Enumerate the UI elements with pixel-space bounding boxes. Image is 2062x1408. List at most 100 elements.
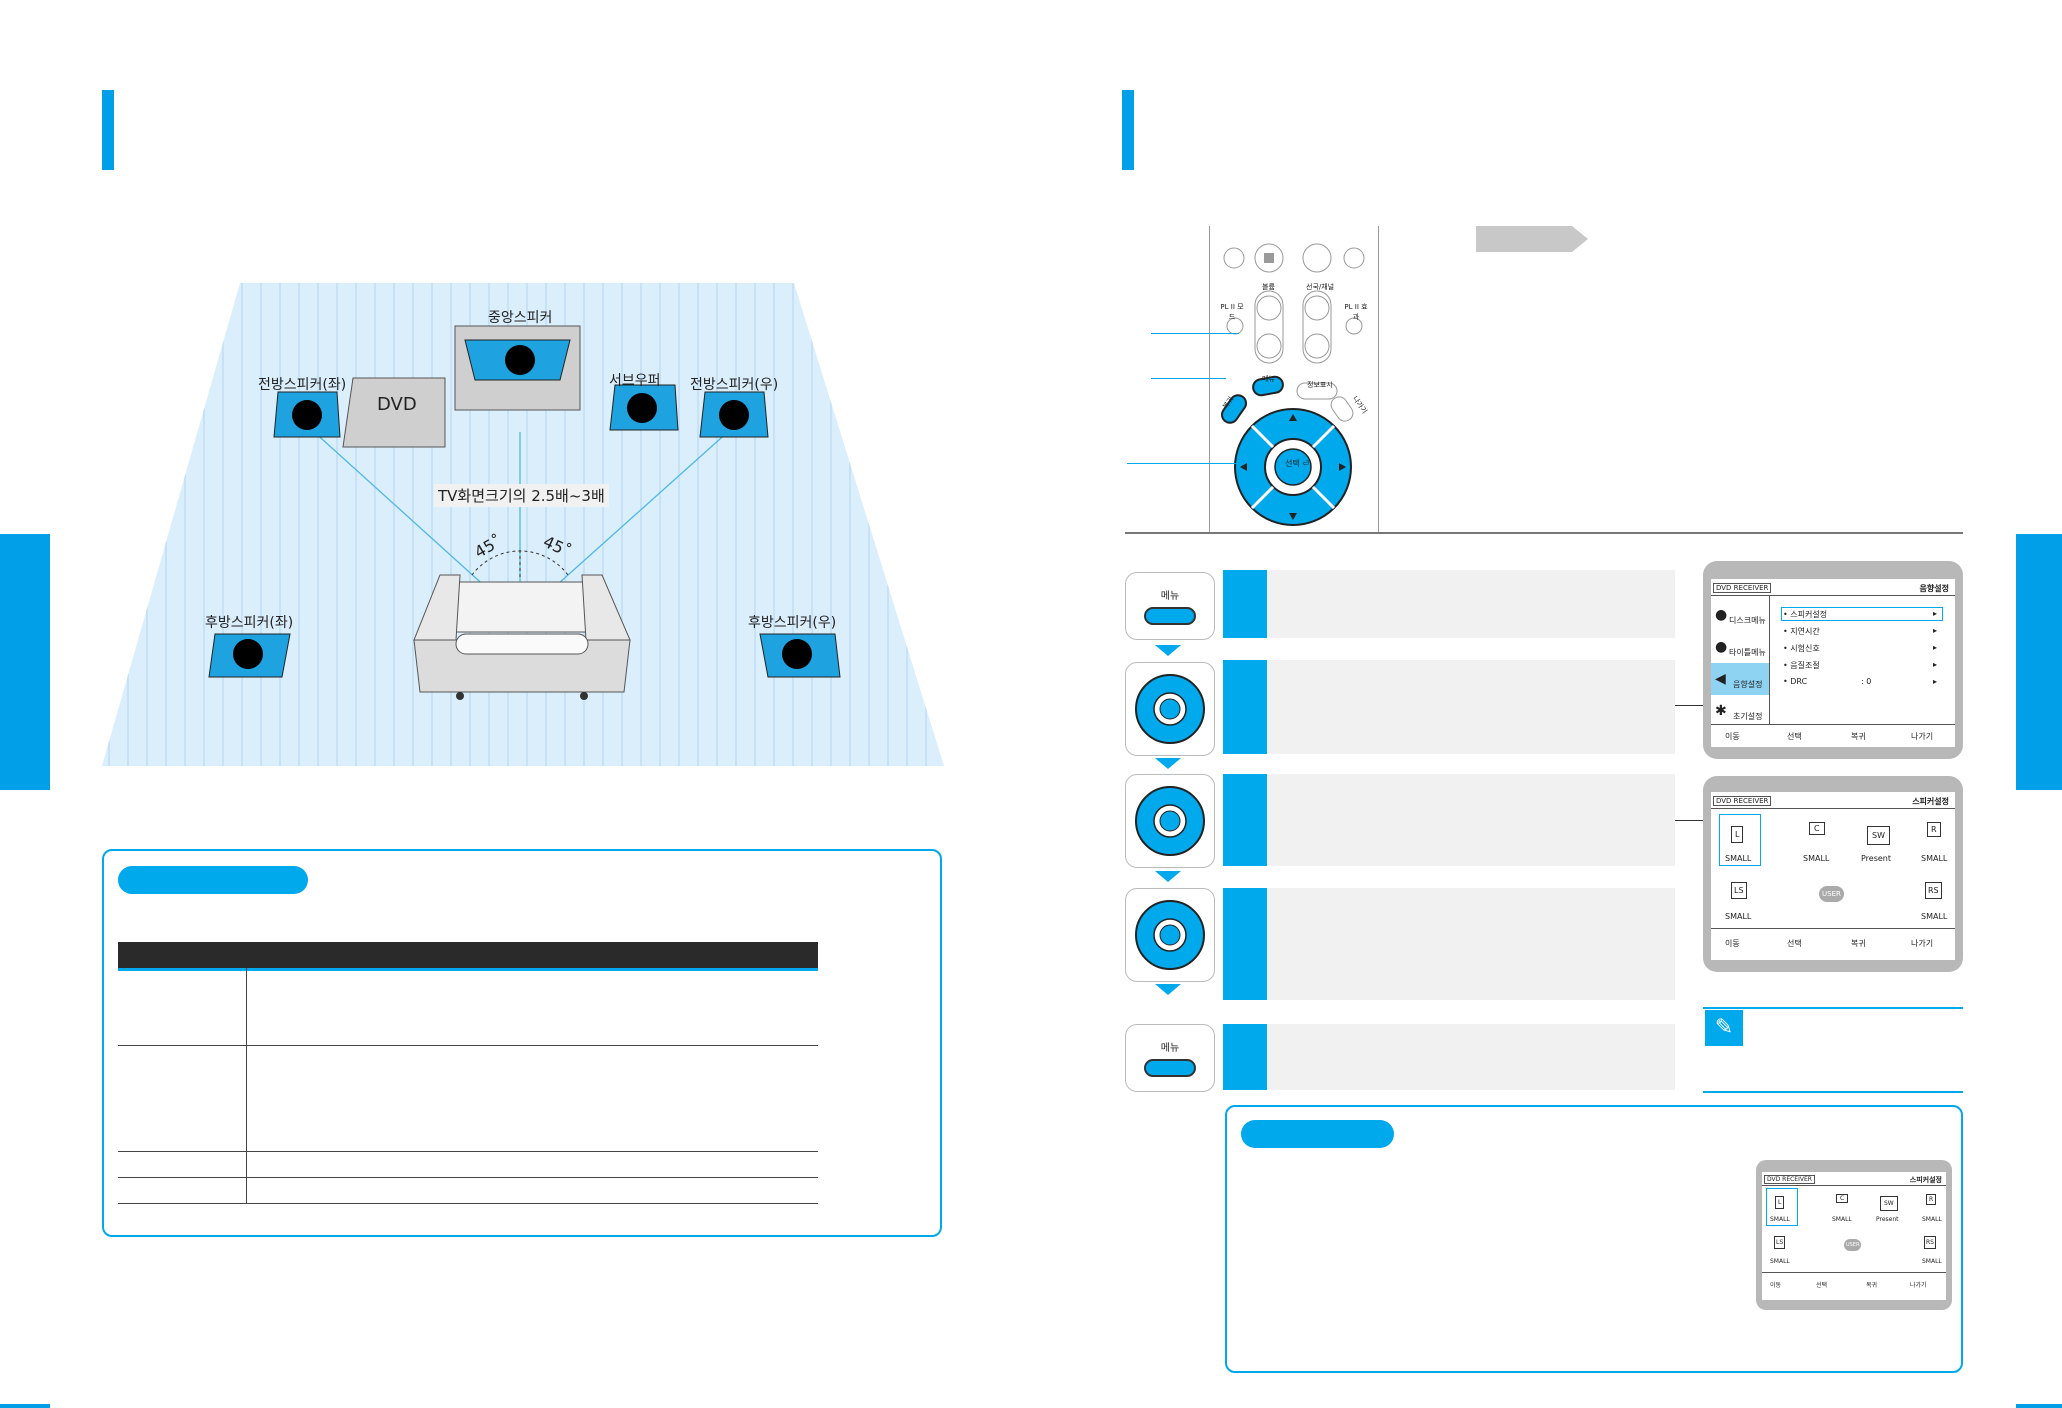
label-subwoofer: 서브우퍼 [609, 373, 661, 389]
left-side-tab [0, 534, 50, 790]
osd-row-arrow: ▸ [1933, 626, 1938, 635]
osd-speaker-settings: DVD RECEIVER 스피커설정 L SMALL C SMALL SW Pr… [1703, 776, 1963, 972]
speaker-size: SMALL [1921, 912, 1948, 921]
step5-menu-button[interactable]: 메뉴 [1125, 1024, 1215, 1092]
osd-brand: DVD RECEIVER [1713, 796, 1772, 806]
speaker-code: LS [1731, 882, 1747, 899]
osd-title: 스피커설정 [1912, 797, 1949, 806]
osd-row-value: : 0 [1861, 677, 1872, 686]
osd-speaker-settings-small: DVD RECEIVER 스피커설정 L SMALL C SMALL SW Pr… [1756, 1160, 1952, 1310]
remote-panel [1209, 226, 1379, 532]
osd-row-arrow: ▸ [1933, 643, 1938, 652]
label-rear-left: 후방스피커(좌) [205, 615, 294, 631]
gear-icon: ✱ [1715, 703, 1727, 719]
osd-selected-speaker [1766, 1188, 1798, 1226]
osd-screen: DVD RECEIVER 음향설정 디스크메뉴 타이틀메뉴 음향설정 초기설정 … [1711, 579, 1955, 747]
remote-info-label: 정보표시 [1307, 381, 1333, 389]
step4-text-box [1267, 888, 1675, 1000]
title-icon: ● [1715, 639, 1728, 655]
label-front-left: 전방스피커(좌) [258, 377, 347, 393]
osd-selected-row [1781, 607, 1943, 621]
user-badge: USER [1819, 886, 1844, 902]
osd-footer-move: 이동 [1770, 1282, 1782, 1289]
step5-text-box [1267, 1024, 1675, 1090]
label-rear-right: 후방스피커(우) [748, 615, 837, 631]
osd-footer-select: 선택 [1787, 939, 1802, 948]
speaker-size: SMALL [1803, 854, 1830, 863]
speaker-size: SMALL [1922, 1258, 1942, 1265]
osd-footer-exit: 나가기 [1910, 1282, 1927, 1289]
osd-footer-move: 이동 [1725, 939, 1740, 948]
speaker-code: SW [1867, 826, 1890, 845]
speaker-code: R [1926, 1194, 1937, 1205]
note-icon-box: ✎ [1705, 1010, 1743, 1046]
step-arrow-icon [1155, 645, 1181, 656]
enter-icon: ⏎ [1302, 459, 1309, 468]
osd-header-line [1762, 1185, 1946, 1186]
left-bottom-line [0, 1404, 50, 1408]
callout-line [1151, 333, 1239, 334]
step2-text-box [1267, 660, 1675, 754]
osd-row-label: • 지연시간 [1783, 627, 1820, 636]
menu-button-pill [1144, 607, 1196, 625]
user-badge: USER [1844, 1239, 1862, 1251]
step2-navigation-pad[interactable] [1125, 662, 1215, 756]
osd-footer-select: 선택 [1787, 732, 1802, 741]
speaker-placement-diagram [102, 283, 944, 766]
remote-menu-label: 메뉴 [1262, 375, 1275, 383]
left-info-heading-pill [118, 866, 308, 894]
table-bottom-line [118, 1203, 818, 1204]
step4-navigation-pad[interactable] [1125, 888, 1215, 982]
osd-screen: DVD RECEIVER 스피커설정 L SMALL C SMALL SW Pr… [1711, 792, 1955, 960]
speaker-size: SMALL [1922, 1216, 1942, 1223]
speaker-code: SW [1880, 1196, 1898, 1211]
menu-button-pill [1144, 1059, 1196, 1077]
note-bottom-line [1703, 1091, 1963, 1093]
speaker-size: SMALL [1770, 1258, 1790, 1265]
speaker-code: LS [1774, 1236, 1786, 1249]
step2-number-box [1223, 660, 1267, 754]
step5-number-box [1223, 1024, 1267, 1090]
right-info-box [1225, 1105, 1963, 1373]
step1-menu-button[interactable]: 메뉴 [1125, 572, 1215, 640]
osd-row-label: • 시험신호 [1783, 644, 1820, 653]
step-arrow-icon [1155, 758, 1181, 769]
pencil-icon: ✎ [1714, 1015, 1734, 1040]
menu-button-label: 메뉴 [1160, 591, 1180, 602]
osd-title: 스피커설정 [1909, 1176, 1942, 1184]
disc-icon: ● [1715, 607, 1728, 623]
osd-title: 음향설정 [1919, 584, 1949, 593]
osd-row-arrow: ▸ [1933, 677, 1938, 686]
table-row-divider [118, 1045, 818, 1046]
osd-footer-line [1711, 724, 1955, 725]
table-column-divider [246, 968, 247, 1203]
speaker-code: C [1836, 1194, 1849, 1203]
osd-sound-settings: DVD RECEIVER 음향설정 디스크메뉴 타이틀메뉴 음향설정 초기설정 … [1703, 561, 1963, 759]
osd-footer-return: 복귀 [1851, 939, 1866, 948]
step3-number-box [1223, 774, 1267, 866]
osd-row-label: • 음질조절 [1783, 661, 1820, 670]
osd-footer-exit: 나가기 [1911, 939, 1934, 948]
speaker-size: SMALL [1832, 1216, 1852, 1223]
remote-select-text: 선택 [1285, 459, 1303, 468]
step3-text-box [1267, 774, 1675, 866]
speaker-size: SMALL [1921, 854, 1948, 863]
speaker-size: Present [1876, 1216, 1899, 1223]
osd-footer-return: 복귀 [1851, 732, 1866, 741]
speaker-size: Present [1861, 854, 1892, 863]
speaker-code: RS [1924, 1236, 1936, 1249]
speaker-icon: ◀ [1715, 671, 1726, 687]
step3-navigation-pad[interactable] [1125, 774, 1215, 868]
label-dvd: DVD [377, 394, 417, 415]
speaker-code: C [1809, 822, 1825, 835]
speaker-code: L [1731, 826, 1744, 843]
speaker-size: SMALL [1725, 854, 1752, 863]
osd-header-line [1711, 595, 1955, 596]
label-distance: TV화면크기의 2.5배~3배 [434, 484, 609, 507]
screen-connector-line [1675, 705, 1705, 706]
osd-screen: DVD RECEIVER 스피커설정 L SMALL C SMALL SW Pr… [1762, 1172, 1946, 1300]
osd-footer-exit: 나가기 [1911, 732, 1934, 741]
right-side-tab [2016, 534, 2062, 790]
osd-row-label: • 스피커설정 [1783, 610, 1828, 619]
osd-side-title-menu: 타이틀메뉴 [1729, 648, 1766, 657]
